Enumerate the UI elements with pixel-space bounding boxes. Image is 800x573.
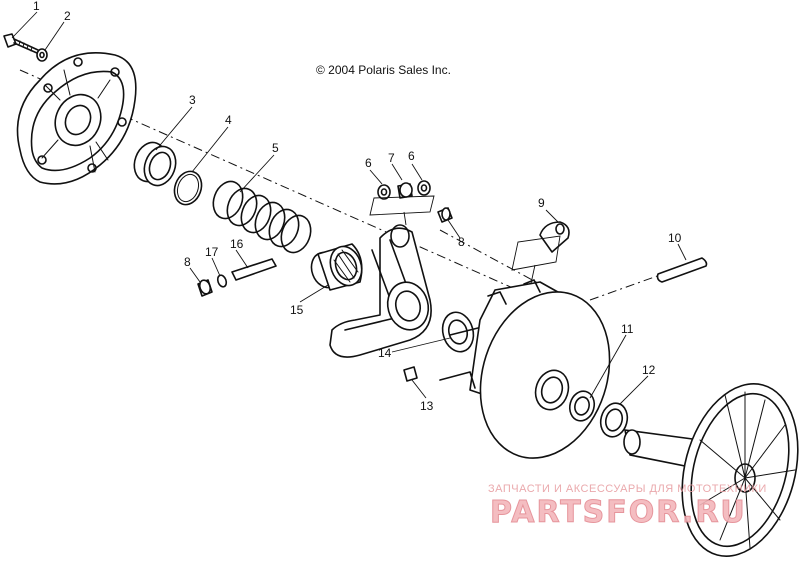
cap-part-8-right [437, 207, 453, 223]
callout-5: 5 [272, 141, 279, 155]
washer-part-14 [441, 311, 475, 353]
callout-labels: 1 2 3 4 5 6 7 6 8 9 10 8 17 16 15 11 12 … [33, 0, 682, 413]
callout-3: 3 [189, 93, 196, 107]
callout-7: 7 [388, 151, 395, 165]
callout-8b: 8 [184, 255, 191, 269]
washer-part-17 [216, 274, 228, 288]
callout-4: 4 [225, 113, 232, 127]
bolt-axis [439, 229, 561, 296]
nut-part-13 [403, 366, 418, 382]
copyright-text: © 2004 Polaris Sales Inc. [316, 63, 451, 77]
callout-2: 2 [64, 9, 71, 23]
spring-part-5 [212, 180, 312, 254]
bracket-arm-part [329, 224, 432, 358]
pin-part-10 [656, 257, 708, 283]
callout-17: 17 [205, 245, 219, 259]
callout-16: 16 [230, 237, 244, 251]
pin-axis [589, 274, 661, 301]
callout-15: 15 [290, 303, 304, 317]
pin-part-16 [231, 258, 277, 281]
bushing-part-11 [568, 390, 596, 422]
sheave-part [439, 279, 611, 459]
snap-ring-part-4 [173, 170, 203, 206]
washer-part-2 [36, 48, 48, 62]
bushing-part-3 [133, 141, 177, 187]
callout-12: 12 [642, 363, 656, 377]
cap-part-8-left [197, 279, 213, 297]
callout-10: 10 [668, 231, 682, 245]
callout-13: 13 [420, 399, 434, 413]
clip-part-9 [511, 221, 570, 289]
callout-14: 14 [378, 346, 392, 360]
callout-8a: 8 [458, 235, 465, 249]
ring-part-12 [599, 402, 629, 438]
watermark-logo: PARTSFOR.RU [490, 495, 747, 530]
fixed-sheave-part [623, 383, 799, 557]
spacer-group-6-7 [369, 180, 435, 226]
leader-lines [11, 11, 687, 405]
roller-part-15 [310, 243, 363, 291]
watermark-tagline: ЗАПЧАСТИ И АКСЕССУАРЫ ДЛЯ МОТОТЕХНИКИ [488, 483, 767, 495]
bolt-part [3, 33, 39, 54]
callout-11: 11 [621, 322, 634, 336]
watermark: ЗАПЧАСТИ И АКСЕССУАРЫ ДЛЯ МОТОТЕХНИКИ PA… [488, 483, 767, 531]
callout-9: 9 [538, 196, 545, 210]
callout-1: 1 [33, 0, 40, 13]
callout-6b: 6 [408, 149, 415, 163]
cover-plate-part [16, 52, 137, 185]
callout-6a: 6 [365, 156, 372, 170]
